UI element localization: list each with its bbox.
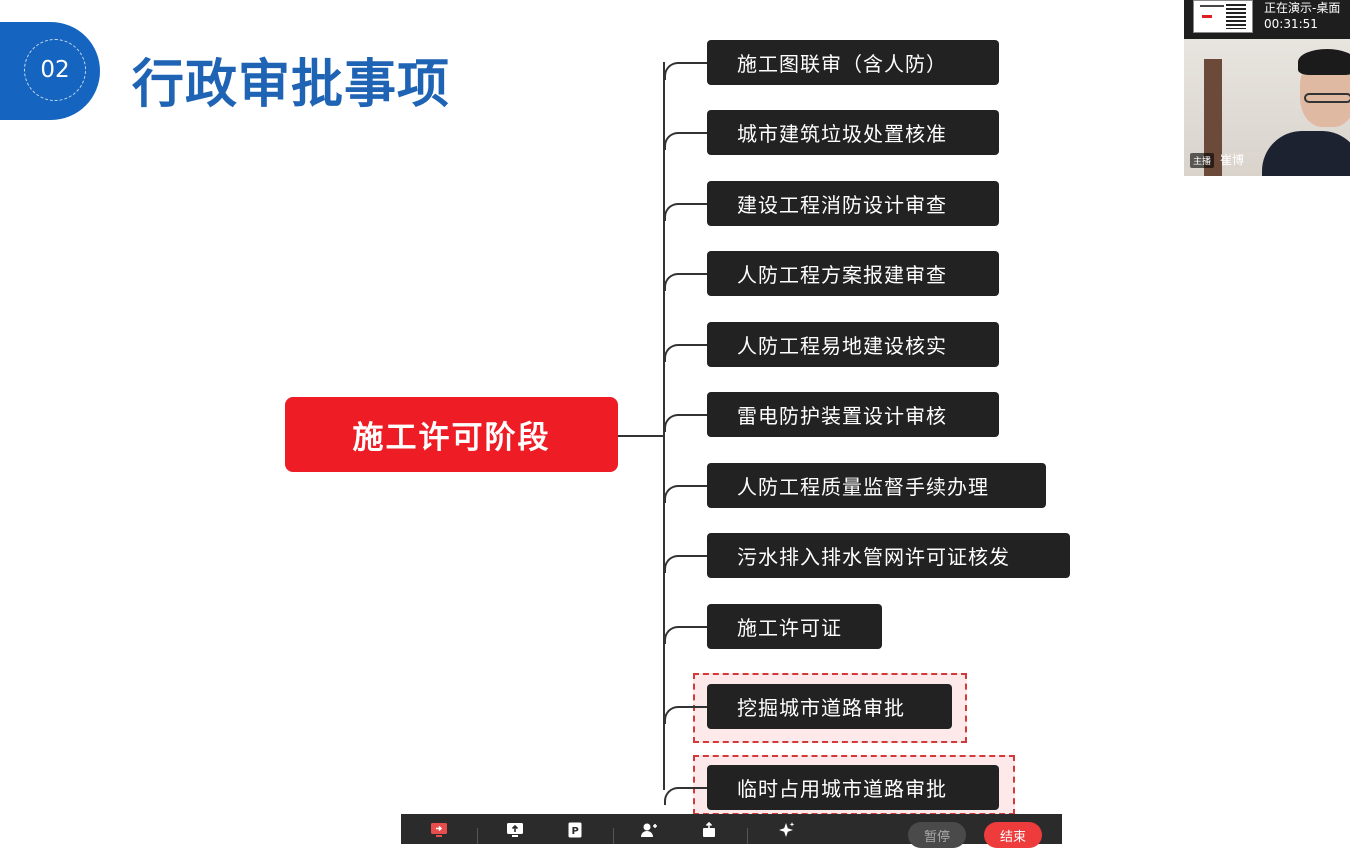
share-screen-icon[interactable] <box>429 820 449 840</box>
host-name: 崔博 <box>1220 153 1245 167</box>
mindmap-node: 雷电防护装置设计审核 <box>707 392 999 437</box>
end-button[interactable]: 结束 <box>984 822 1042 848</box>
presentation-status: 正在演示-桌面 00:31:51 <box>1264 0 1340 32</box>
mindmap-node: 施工许可证 <box>707 604 882 649</box>
svg-text:P: P <box>572 826 579 837</box>
branch-line <box>664 344 710 362</box>
mindmap-node-highlighted: 临时占用城市道路审批 <box>707 765 999 810</box>
branch-line <box>664 485 710 503</box>
section-badge: 02 <box>0 22 100 120</box>
branch-line <box>664 203 710 221</box>
mindmap-node: 施工图联审（含人防） <box>707 40 999 85</box>
branch-line <box>664 273 710 291</box>
screen-thumbnail[interactable] <box>1193 0 1253 33</box>
camera-feed[interactable]: 主播 崔博 <box>1184 39 1350 176</box>
mindmap-node-highlighted: 挖掘城市道路审批 <box>707 684 952 729</box>
upload-icon[interactable] <box>505 820 525 840</box>
branch-line <box>664 62 710 80</box>
mindmap-node: 人防工程易地建设核实 <box>707 322 999 367</box>
branch-line <box>664 787 710 805</box>
host-badge: 主播 <box>1190 153 1215 168</box>
section-number: 02 <box>24 39 86 101</box>
connector-root <box>618 435 664 437</box>
ppt-icon[interactable]: P <box>565 820 585 840</box>
mindmap-node: 人防工程方案报建审查 <box>707 251 999 296</box>
share-icon[interactable] <box>699 820 719 840</box>
slide-title: 行政审批事项 <box>132 55 451 115</box>
pause-button[interactable]: 暂停 <box>908 822 966 848</box>
presenting-label: 正在演示-桌面 <box>1264 1 1341 15</box>
meeting-toolbar: P 暂停 结束 <box>401 814 1062 848</box>
branch-line <box>664 706 710 724</box>
mindmap-node: 污水排入排水管网许可证核发 <box>707 533 1070 578</box>
root-node: 施工许可阶段 <box>285 397 618 472</box>
mindmap-node: 建设工程消防设计审查 <box>707 181 999 226</box>
mindmap-node: 人防工程质量监督手续办理 <box>707 463 1046 508</box>
branch-line <box>664 555 710 573</box>
branch-line <box>664 414 710 432</box>
mindmap-node: 城市建筑垃圾处置核准 <box>707 110 999 155</box>
branch-line <box>664 626 710 644</box>
branch-line <box>664 132 710 150</box>
elapsed-timer: 00:31:51 <box>1264 17 1318 31</box>
sparkle-icon[interactable] <box>777 820 797 840</box>
add-user-icon[interactable] <box>639 820 659 840</box>
